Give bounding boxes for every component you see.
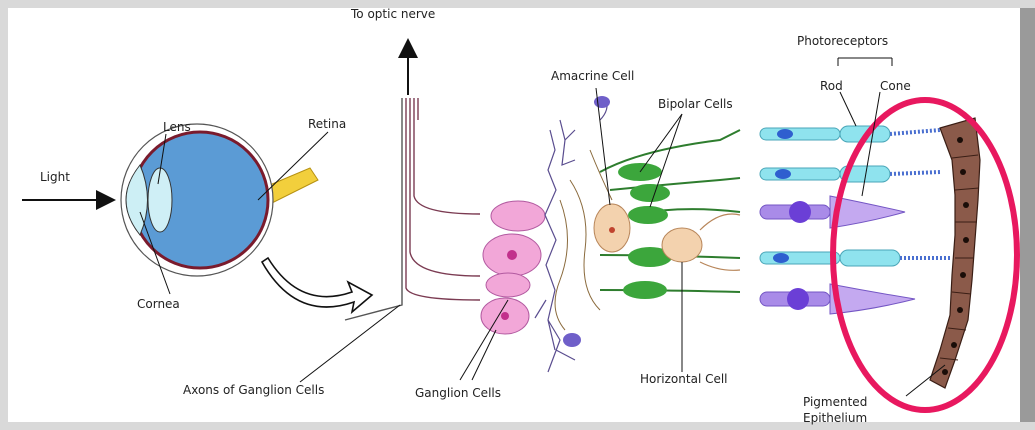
ganglion-nucleus <box>501 312 509 320</box>
horizontal-cell <box>662 228 702 262</box>
label-optic-nerve: To optic nerve <box>350 7 435 21</box>
bipolar-cell <box>623 281 667 299</box>
label-epithelium: Epithelium <box>803 411 867 425</box>
label-pigmented: Pigmented <box>803 395 867 409</box>
label-horizontal-cell: Horizontal Cell <box>640 372 728 386</box>
ganglion-cell <box>486 273 530 297</box>
panel-shadow <box>1020 8 1035 422</box>
label-photoreceptors: Photoreceptors <box>797 34 888 48</box>
bipolar-cell <box>630 184 670 202</box>
label-amacrine-cell: Amacrine Cell <box>551 69 634 83</box>
label-axons: Axons of Ganglion Cells <box>183 383 324 397</box>
amacrine-blob <box>594 96 610 108</box>
label-cone: Cone <box>880 79 911 93</box>
bipolar-cell <box>628 206 668 224</box>
amacrine-nucleus <box>609 227 615 233</box>
label-ganglion-cells: Ganglion Cells <box>415 386 501 400</box>
label-bipolar-cells: Bipolar Cells <box>658 97 733 111</box>
amacrine-blob <box>563 333 581 347</box>
label-light: Light <box>40 170 70 184</box>
ganglion-cell <box>491 201 545 231</box>
label-lens: Lens <box>163 120 191 134</box>
label-cornea: Cornea <box>137 297 180 311</box>
lens-shape <box>148 168 172 232</box>
ganglion-nucleus <box>507 250 517 260</box>
label-retina: Retina <box>308 117 346 131</box>
label-rod: Rod <box>820 79 843 93</box>
